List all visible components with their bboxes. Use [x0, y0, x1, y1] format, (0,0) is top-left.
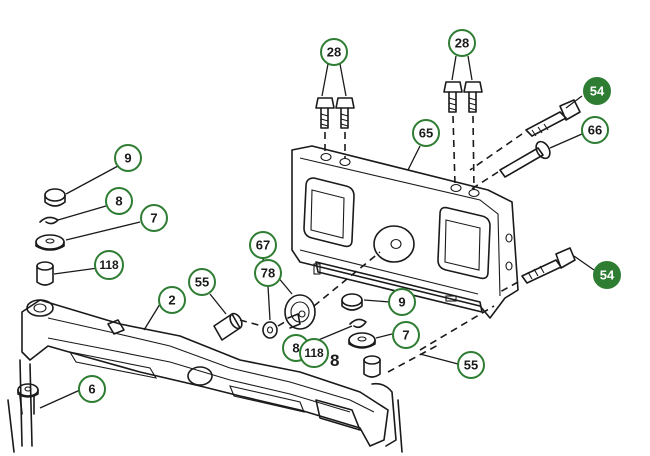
plain-label-8: 8: [330, 351, 339, 370]
bolt-28-4: [463, 81, 483, 113]
callout-118-right-label: 118: [304, 346, 324, 360]
callout-67-label: 67: [256, 238, 270, 253]
callout-55-right: 55: [457, 351, 485, 379]
bolt-66: [469, 140, 551, 191]
callout-54-upper-label: 54: [590, 84, 605, 99]
spacer-118-left: [36, 261, 54, 286]
mounting-bracket: [291, 145, 519, 319]
callout-54-upper: 54: [583, 77, 611, 105]
callout-9-left-label: 9: [124, 151, 131, 166]
callout-7-left: 7: [140, 204, 168, 232]
callout-2: 2: [158, 286, 186, 314]
callout-118-left-label: 118: [99, 258, 119, 272]
pin-55: [213, 312, 243, 341]
bolt-54-upper: [469, 99, 581, 171]
callout-7-left-label: 7: [150, 211, 157, 226]
callout-78: 78: [254, 259, 282, 287]
callout-54-lower-label: 54: [600, 268, 615, 283]
bushing-67: [284, 294, 316, 330]
bolt-54-lower: [499, 247, 576, 293]
cap-9-left: [44, 188, 66, 207]
pivot-hardware: [213, 251, 381, 341]
clip-8-right: [349, 318, 367, 329]
spacer-118-right: [363, 355, 381, 378]
callout-28-left: 28: [320, 38, 348, 66]
callout-55-left-label: 55: [195, 275, 209, 290]
callout-6-label: 6: [88, 382, 95, 397]
clip-8-left: [39, 216, 59, 225]
callout-66-label: 66: [588, 123, 602, 138]
right-hardware-stack: [341, 293, 495, 378]
washer-7-right: [348, 332, 376, 349]
frame-axle: [7, 299, 403, 453]
cap-9-right: [341, 293, 363, 311]
callout-9-left: 9: [114, 144, 142, 172]
callout-8-left: 8: [105, 187, 133, 215]
callout-8-left-label: 8: [115, 194, 122, 209]
callout-66: 66: [581, 116, 609, 144]
callout-6: 6: [78, 375, 106, 403]
bolt-28-set: [315, 81, 483, 191]
washer-7-left: [35, 234, 65, 251]
bolt-28-1: [315, 97, 335, 129]
callout-67: 67: [249, 231, 277, 259]
callout-118-right: 118: [299, 338, 329, 368]
callout-2-label: 2: [168, 293, 175, 308]
callout-54-lower: 54: [593, 261, 621, 289]
callout-7-right: 7: [392, 321, 420, 349]
callout-65: 65: [412, 119, 440, 147]
washer-6: [17, 383, 39, 415]
callout-118-left: 118: [94, 250, 124, 280]
callout-28-right: 28: [448, 29, 476, 57]
bolt-28-3: [443, 81, 463, 113]
callout-7-right-label: 7: [402, 328, 409, 343]
callout-9-right-label: 9: [398, 295, 405, 310]
callout-55-left: 55: [188, 268, 216, 296]
callout-8-right-label: 8: [292, 341, 299, 356]
washer-78: [262, 321, 278, 339]
callout-78-label: 78: [261, 266, 275, 281]
callout-28-left-label: 28: [327, 45, 341, 60]
callout-65-label: 65: [419, 126, 433, 141]
callout-55-right-label: 55: [464, 358, 478, 373]
callout-9-right: 9: [388, 288, 416, 316]
bolt-28-2: [335, 97, 355, 129]
callout-28-right-label: 28: [455, 36, 469, 51]
left-hardware-stack: [35, 188, 66, 286]
